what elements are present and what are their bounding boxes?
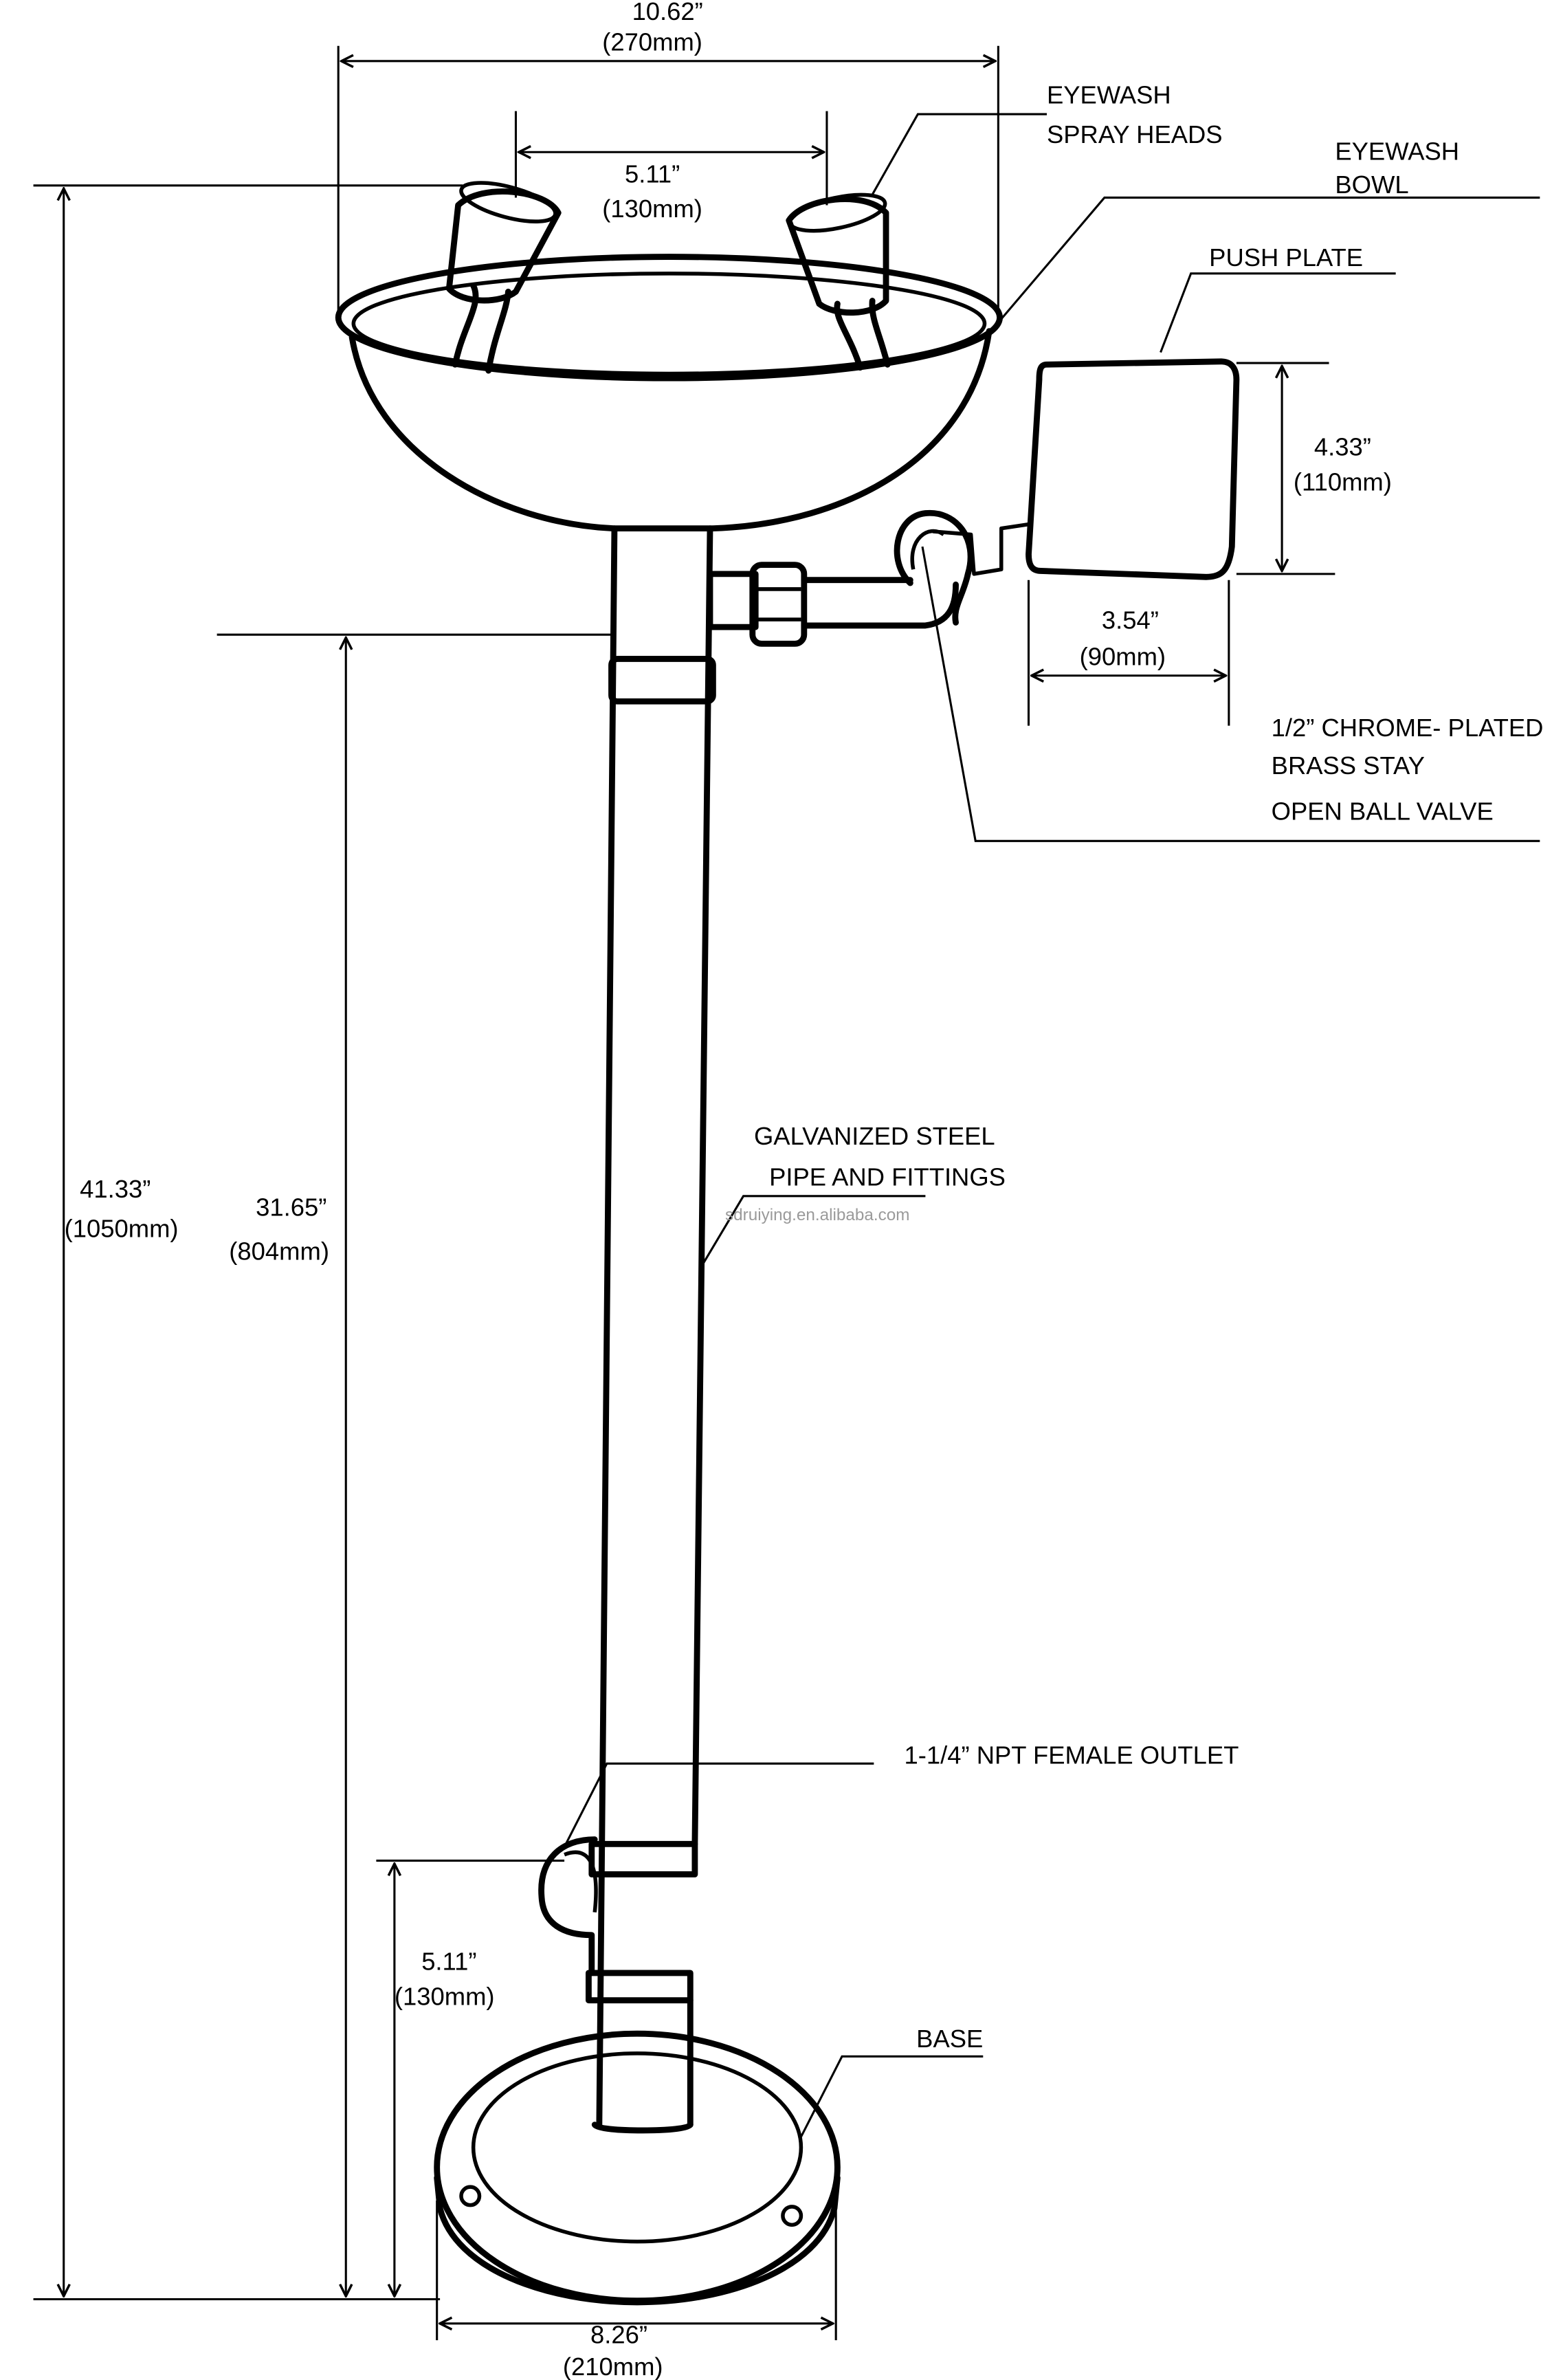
dim-bowl-width: 10.62” (270mm): [337, 0, 999, 312]
bowl-leader: [1000, 196, 1540, 320]
female-outlet-tee: [538, 1836, 598, 1976]
bowl-label-1: EYEWASH: [1335, 137, 1459, 165]
spray-heads-label-2: SPRAY HEADS: [1047, 120, 1223, 148]
dim-plate-width: 3.54” (90mm): [1027, 580, 1230, 726]
base: [434, 2030, 841, 2306]
stay-label-1: 1/2” CHROME- PLATED: [1272, 714, 1544, 742]
dim-bowl-width-in: 10.62”: [632, 0, 703, 25]
dim-plate-height-in: 4.33”: [1314, 433, 1371, 461]
push-plate-label: PUSH PLATE: [1209, 243, 1363, 272]
dim-outlet-height-in: 5.11”: [421, 1948, 476, 1976]
dim-total-height: 41.33” (1050mm): [33, 184, 463, 2301]
dim-base-diameter-mm: (210mm): [563, 2353, 663, 2380]
dim-plate-width-mm: (90mm): [1080, 642, 1166, 670]
dim-total-height-in: 41.33”: [80, 1175, 151, 1203]
pipe-leader: [700, 1195, 926, 1268]
dim-valve-height-mm: (804mm): [229, 1237, 329, 1266]
dim-spray-spacing: 5.11” (130mm): [514, 111, 828, 223]
spray-heads-leader: [871, 113, 1047, 195]
eyewash-bowl: [335, 254, 1003, 532]
base-leader: [798, 2055, 984, 2141]
valve-arm: [707, 509, 1032, 647]
watermark: sdruiying.en.alibaba.com: [725, 1206, 909, 1224]
dim-spray-spacing-in: 5.11”: [625, 159, 680, 188]
dim-plate-height: 4.33” (110mm): [1236, 362, 1392, 575]
dim-valve-height: 31.65” (804mm): [217, 633, 614, 2296]
pipe-label-1: GALVANIZED STEEL: [754, 1122, 995, 1150]
dim-valve-height-in: 31.65”: [256, 1193, 326, 1222]
spray-heads-label-1: EYEWASH: [1047, 81, 1171, 109]
outlet-label: 1-1/4” NPT FEMALE OUTLET: [905, 1741, 1239, 1769]
dim-total-height-mm: (1050mm): [65, 1214, 179, 1242]
push-plate: [1026, 358, 1240, 580]
spray-head-right: [786, 192, 891, 371]
dim-plate-width-in: 3.54”: [1102, 606, 1159, 634]
dim-plate-height-mm: (110mm): [1294, 467, 1392, 496]
dim-outlet-height: 5.11” (130mm): [376, 1860, 565, 2296]
valve-label: OPEN BALL VALVE: [1272, 797, 1494, 825]
base-label: BASE: [916, 2025, 983, 2053]
main-pipe: [585, 525, 716, 2134]
pipe-label-2: PIPE AND FITTINGS: [769, 1163, 1006, 1191]
dim-base-diameter: 8.26” (210mm): [436, 2201, 837, 2380]
spray-head-left: [445, 181, 562, 374]
outlet-leader: [564, 1762, 874, 1845]
dim-outlet-height-mm: (130mm): [395, 1982, 495, 2010]
bowl-label-2: BOWL: [1335, 170, 1408, 199]
dim-bowl-width-mm: (270mm): [602, 27, 702, 56]
dim-spray-spacing-mm: (130mm): [602, 195, 702, 223]
stay-valve-leader: [921, 546, 1540, 842]
push-plate-leader: [1160, 272, 1396, 353]
stay-label-2: BRASS STAY: [1272, 751, 1425, 780]
dim-base-diameter-in: 8.26”: [590, 2320, 647, 2348]
